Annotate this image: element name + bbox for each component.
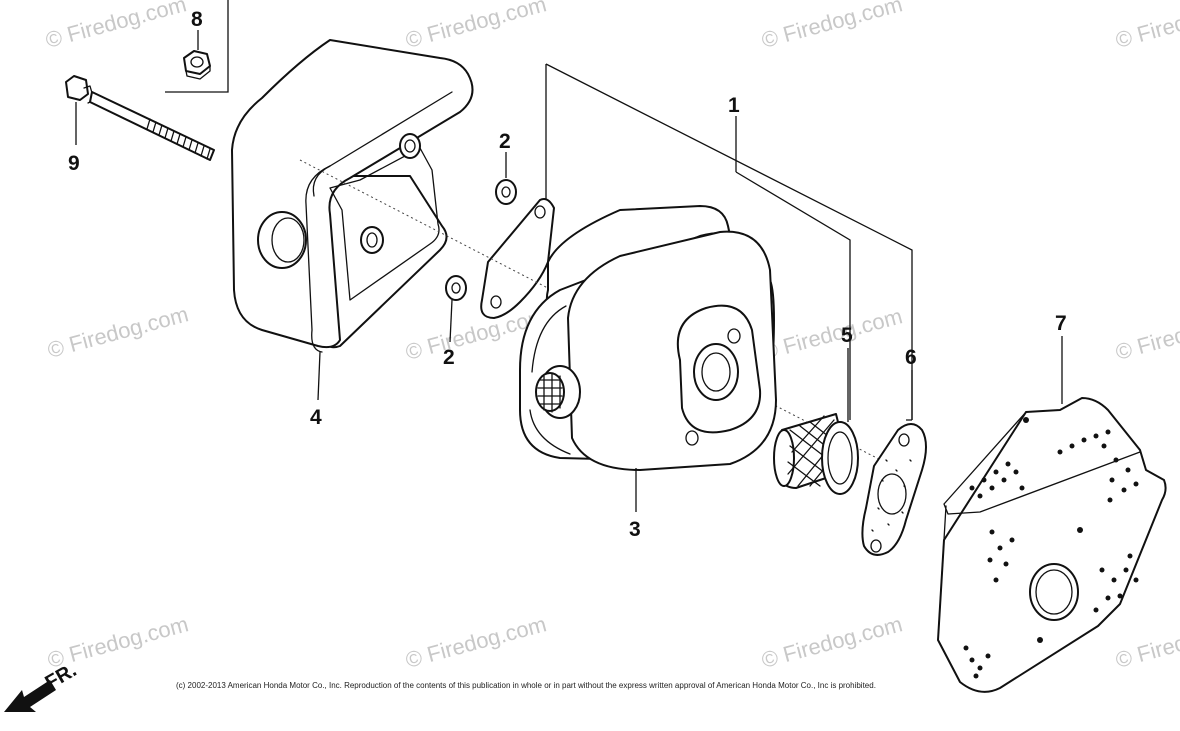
watermark: © Firedog.com	[759, 611, 905, 673]
washer-lower	[445, 275, 467, 301]
nut-bracket-line	[165, 0, 229, 93]
front-arrow-icon	[4, 680, 56, 712]
protector-leader	[317, 351, 321, 401]
watermark: © Firedog.com	[759, 303, 905, 365]
callout-heat-shield: 7	[1055, 312, 1067, 335]
watermark: © Firedog.com	[1113, 0, 1180, 53]
callout-washer-lower: 2	[443, 346, 455, 369]
callout-gasket: 6	[905, 346, 917, 369]
callout-bolt: 9	[68, 152, 80, 175]
front-direction-indicator: FR.	[4, 659, 80, 712]
watermark: © Firedog.com	[403, 0, 549, 53]
washer-lower-leader	[449, 299, 453, 343]
flange-bolt	[65, 75, 215, 161]
heat-shield-holes	[963, 417, 1139, 679]
watermark: © Firedog.com	[45, 301, 191, 363]
heat-shield	[937, 397, 1167, 693]
callout-muffler-assembly: 1	[728, 94, 740, 117]
callout-nut: 8	[191, 8, 203, 31]
copyright-notice: (c) 2002-2013 American Honda Motor Co., …	[176, 681, 876, 690]
callout-washer-upper: 2	[499, 130, 511, 153]
watermark: © Firedog.com	[43, 0, 189, 53]
flange-nut	[183, 50, 211, 80]
watermark: © Firedog.com	[759, 0, 905, 53]
watermark: © Firedog.com	[1113, 611, 1180, 673]
muffler	[519, 205, 777, 471]
spark-arrester	[773, 413, 859, 495]
gasket	[861, 423, 927, 556]
callout-muffler-protector: 4	[310, 406, 322, 429]
washer-upper	[495, 179, 517, 205]
callout-muffler: 3	[629, 518, 641, 541]
callout-spark-arrester: 5	[841, 324, 853, 347]
muffler-protector	[231, 39, 474, 353]
watermark: © Firedog.com	[403, 611, 549, 673]
mounting-plate	[480, 198, 555, 319]
watermark: © Firedog.com	[1113, 303, 1180, 365]
exhaust-outlet	[535, 365, 581, 419]
